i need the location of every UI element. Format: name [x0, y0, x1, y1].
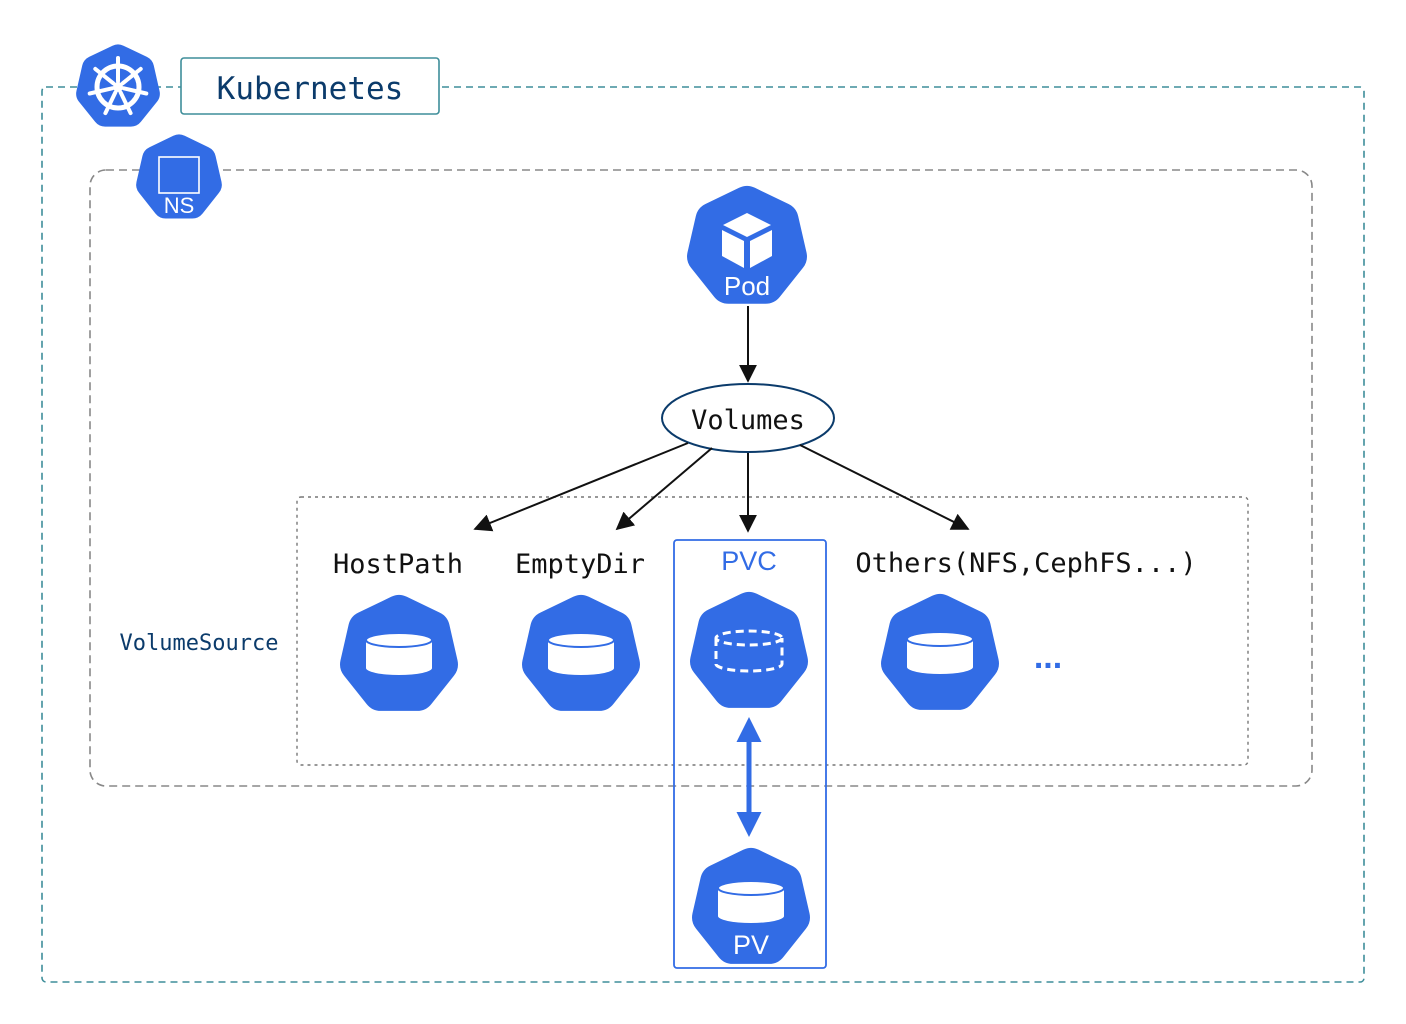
- hostpath-volume-icon: [340, 594, 458, 711]
- arrow-volumes-to-others: [799, 444, 970, 530]
- volume-source-label: VolumeSource: [120, 631, 279, 656]
- namespace-boundary: [89, 169, 1313, 787]
- pv-icon: PV: [692, 847, 810, 964]
- pvc-label: PVC: [721, 546, 777, 576]
- volumes-node: [661, 383, 835, 453]
- others-label: Others(NFS,CephFS...): [855, 548, 1196, 579]
- cluster-title: Kubernetes: [217, 71, 404, 107]
- emptydir-label: EmptyDir: [515, 549, 645, 580]
- cluster-boundary: [41, 86, 1365, 983]
- kubernetes-logo-icon: [76, 44, 160, 127]
- hostpath-label: HostPath: [333, 549, 463, 580]
- volume-source-boundary: [296, 496, 1249, 766]
- pvc-pv-group: [673, 539, 827, 969]
- more-sources-ellipsis: ...: [1034, 638, 1062, 676]
- others-volume-icon: [881, 593, 999, 710]
- pv-label: PV: [733, 930, 769, 960]
- cluster-title-box: [180, 57, 440, 115]
- arrow-volumes-to-emptydir: [615, 447, 713, 531]
- pod-icon: Pod: [687, 185, 807, 304]
- namespace-icon-label: NS: [164, 193, 195, 218]
- arrow-volumes-to-hostpath: [473, 442, 689, 532]
- namespace-icon: NS: [136, 134, 222, 219]
- emptydir-volume-icon: [522, 594, 640, 711]
- volumes-label: Volumes: [691, 405, 805, 436]
- pod-label: Pod: [724, 271, 770, 301]
- pvc-volume-icon: [690, 591, 808, 708]
